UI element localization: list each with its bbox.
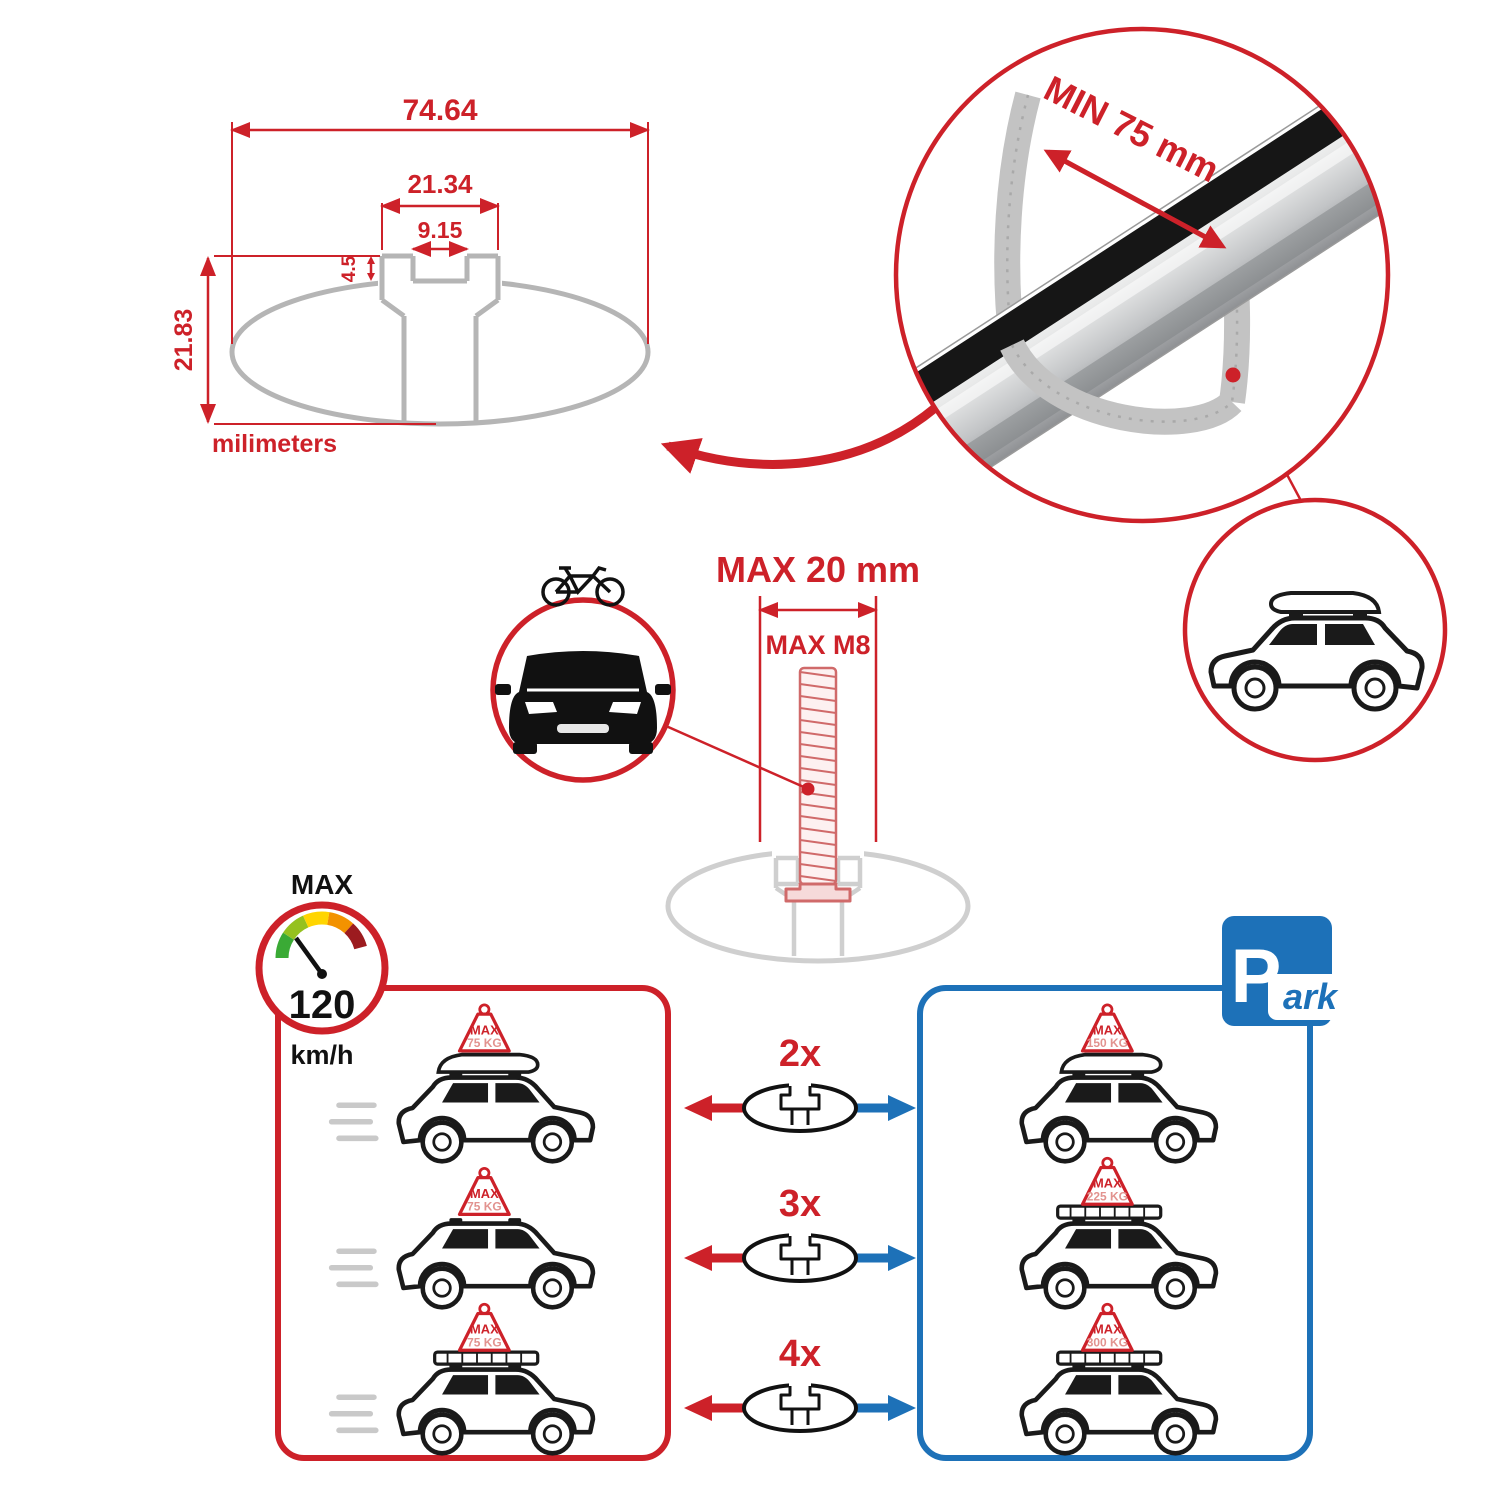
- load-sign-value: 75 KG: [467, 1336, 502, 1350]
- load-sign: MAX 300 KG: [1080, 1302, 1134, 1352]
- load-sign-value: 75 KG: [467, 1036, 502, 1050]
- parked-car-3: MAX 300 KG: [1022, 1302, 1216, 1453]
- multiplier-2x: 2x: [779, 1033, 821, 1075]
- cross-section-dimension-diagram: 74.64 21.34 9.15 4.5 21.83 milimeters: [170, 94, 651, 458]
- load-sign: MAX 150 KG: [1080, 1003, 1134, 1053]
- speed-max-label: MAX: [291, 869, 354, 900]
- load-sign-label: MAX: [470, 1022, 499, 1037]
- dim-total-height: 21.83: [170, 309, 198, 372]
- parking-ark: ark: [1283, 976, 1339, 1017]
- dim-slot-width: 9.15: [418, 217, 463, 243]
- load-sign-value: 75 KG: [467, 1200, 502, 1214]
- bolt-max-thread-label: MAX M8: [765, 630, 870, 660]
- bolt-max-width-label: MAX 20 mm: [716, 549, 920, 590]
- parking-p: P: [1231, 934, 1282, 1019]
- load-sign-value: 150 KG: [1087, 1036, 1128, 1050]
- leader-line-bolt: [665, 724, 807, 790]
- car-front-icon: [495, 651, 671, 754]
- crossbar: [897, 64, 1387, 515]
- parked-car-2: MAX 225 KG: [1022, 1156, 1216, 1307]
- bolt-point-dot: [801, 782, 815, 796]
- parking-sign: P ark: [1222, 916, 1352, 1026]
- crossbar-oval-icon: [742, 1229, 858, 1283]
- multiplier-4x: 4x: [779, 1333, 821, 1375]
- zoom-arrow: [660, 404, 938, 474]
- t-slot-channel: [379, 253, 501, 421]
- speed-units: km/h: [290, 1040, 353, 1070]
- load-sign: MAX 75 KG: [457, 1302, 511, 1352]
- multiplier-3x: 3x: [779, 1183, 821, 1225]
- load-sign-label: MAX: [1093, 1176, 1122, 1191]
- dim-total-width: 74.64: [402, 94, 477, 127]
- load-sign-value: 300 KG: [1087, 1336, 1128, 1350]
- load-sign: MAX 225 KG: [1080, 1156, 1134, 1206]
- crossbar-photo-circle: MIN 75 mm: [893, 26, 1391, 524]
- bolt-diagram: MAX 20 mm MAX M8: [665, 549, 971, 964]
- car-front-circle: [490, 565, 807, 790]
- driving-car-2: MAX 75 KG: [328, 1167, 593, 1307]
- speed-limit-badge: MAX 120 km/h: [255, 869, 389, 1070]
- driving-car-1: MAX 75 KG: [328, 1003, 593, 1161]
- clamp-point-dot: [1225, 367, 1241, 383]
- motion-lines: [328, 1102, 379, 1142]
- load-sign-label: MAX: [470, 1322, 499, 1337]
- bicycle-icon: [541, 565, 625, 607]
- photo-circle-border: [893, 26, 1391, 524]
- load-sign-label: MAX: [1093, 1322, 1122, 1337]
- motion-lines: [328, 1248, 379, 1288]
- speed-value: 120: [289, 983, 356, 1027]
- suv-circle: [1182, 497, 1448, 763]
- load-sign-label: MAX: [1093, 1022, 1122, 1037]
- dim-lip-depth: 4.5: [339, 255, 360, 282]
- driving-car-3: MAX 75 KG: [328, 1302, 593, 1453]
- load-sign: MAX 75 KG: [457, 1167, 511, 1217]
- load-sign-label: MAX: [470, 1186, 499, 1201]
- load-sign: MAX 75 KG: [457, 1003, 511, 1053]
- threaded-bolt: [784, 666, 852, 903]
- dim-channel-outer: 21.34: [407, 169, 473, 199]
- bar-count-arrows: 2x 3x 4x: [684, 1033, 916, 1433]
- parked-car-1: MAX 150 KG: [1022, 1003, 1216, 1161]
- load-sign-value: 225 KG: [1087, 1190, 1128, 1204]
- min-grip-arrow: [1043, 149, 1227, 249]
- motion-lines: [328, 1394, 379, 1434]
- speedometer-gauge-icon: [275, 911, 367, 959]
- crossbar-oval-icon: [742, 1379, 858, 1433]
- bar-profile-outline: [229, 277, 651, 427]
- crossbar-oval-icon: [742, 1079, 858, 1133]
- units-label: milimeters: [212, 430, 337, 458]
